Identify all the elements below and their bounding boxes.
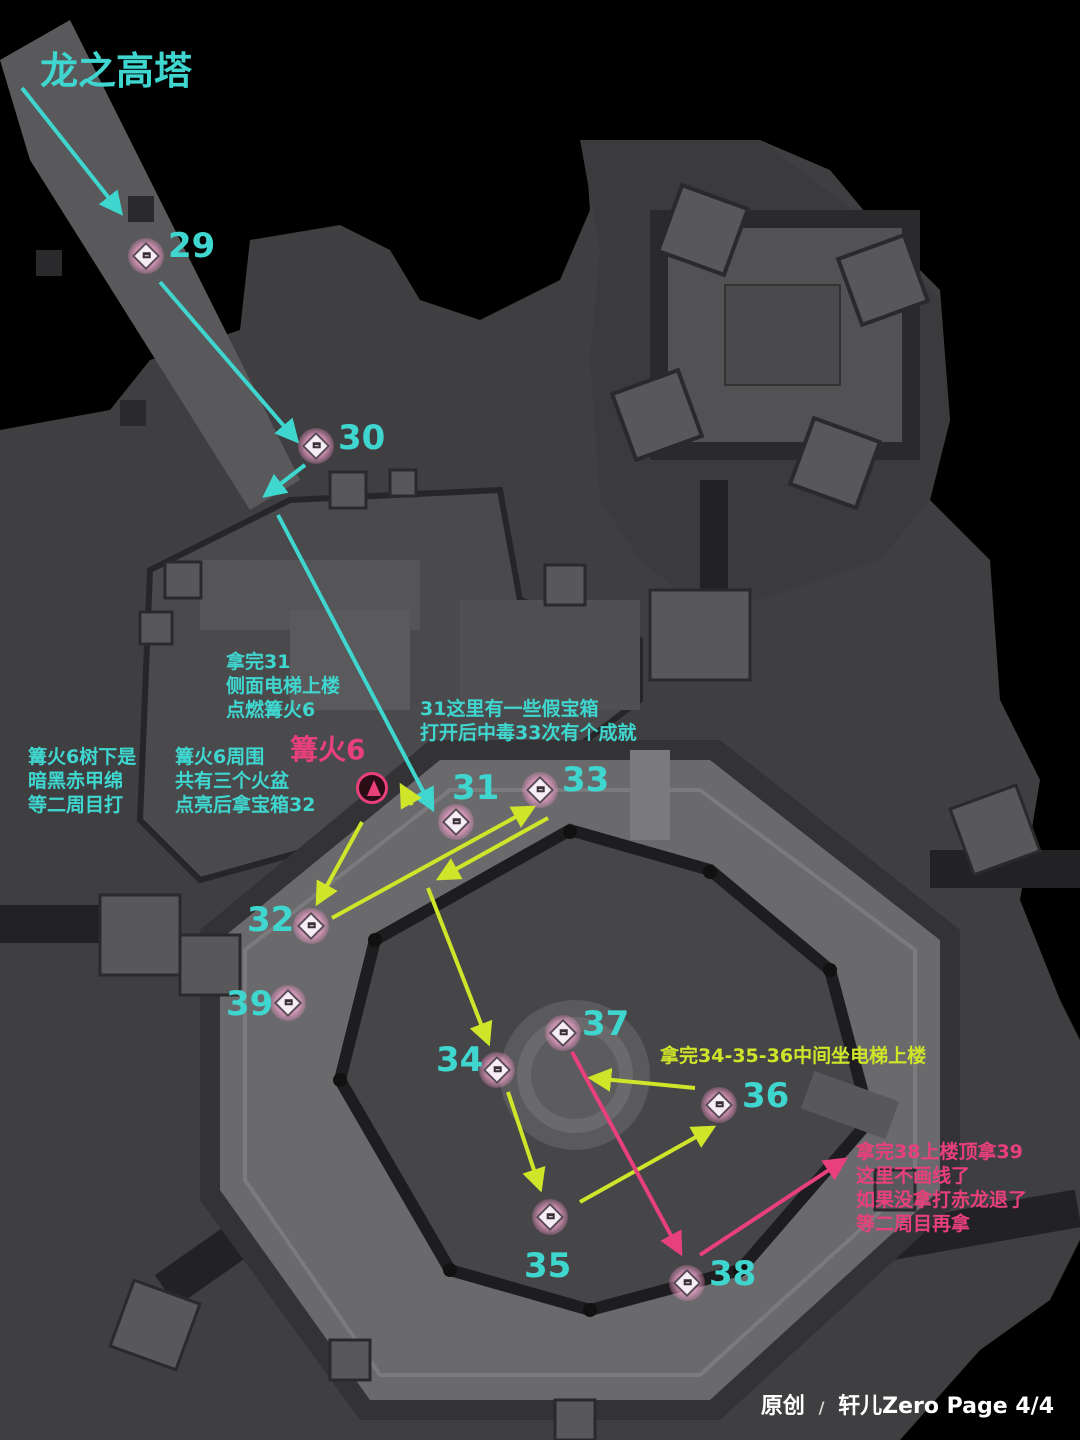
point-label-35: 35 [524,1246,572,1286]
point-label-39: 39 [226,984,274,1024]
route-pink [570,1051,849,1257]
point-label-34: 34 [436,1040,484,1080]
bonfire-label: 篝火6 [290,733,366,766]
point-label-30: 30 [338,418,386,458]
point-label-36: 36 [742,1076,790,1116]
chest-33-icon[interactable] [522,772,558,808]
note-fire-pots: 篝火6周围 共有三个火盆 点亮后拿宝箱32 [175,746,316,816]
footer-separator: / [818,1398,825,1417]
route-cyan [20,86,435,813]
bonfire-icon[interactable] [356,772,388,804]
route-yellow [315,782,717,1204]
note-after-38: 拿完38上楼顶拿39 这里不画线了 如果没拿打赤龙退了 等二周目再拿 [856,1141,1028,1235]
chest-36-icon[interactable] [701,1087,737,1123]
footer-original: 原创 [760,1394,805,1419]
point-label-33: 33 [562,760,610,800]
map-title: 龙之高塔 [40,49,193,93]
chest-37-icon[interactable] [545,1015,581,1051]
point-label-38: 38 [709,1254,757,1294]
point-label-32: 32 [247,900,295,940]
chest-39-icon[interactable] [270,985,306,1021]
note-fake-chests: 31这里有一些假宝箱 打开后中毒33次有个成就 [420,698,637,744]
note-after-31: 拿完31 侧面电梯上楼 点燃篝火6 [226,651,341,721]
footer-page: Page 4/4 [946,1394,1054,1419]
chest-29-icon[interactable] [128,238,164,274]
note-tree-enemy: 篝火6树下是 暗黑赤甲绵 等二周目打 [28,746,137,816]
chest-35-icon[interactable] [532,1199,568,1235]
footer-author: 轩儿Zero [838,1394,939,1419]
chest-38-icon[interactable] [669,1265,705,1301]
point-label-31: 31 [452,768,500,808]
chest-31-icon[interactable] [438,804,474,840]
chest-34-icon[interactable] [479,1052,515,1088]
note-center-elevator: 拿完34-35-36中间坐电梯上楼 [660,1045,927,1067]
chest-30-icon[interactable] [298,428,334,464]
point-label-29: 29 [168,226,216,266]
chest-32-icon[interactable] [293,908,329,944]
footer-credit: 原创 / 轩儿Zero Page 4/4 [761,1388,1054,1420]
point-label-37: 37 [582,1004,630,1044]
